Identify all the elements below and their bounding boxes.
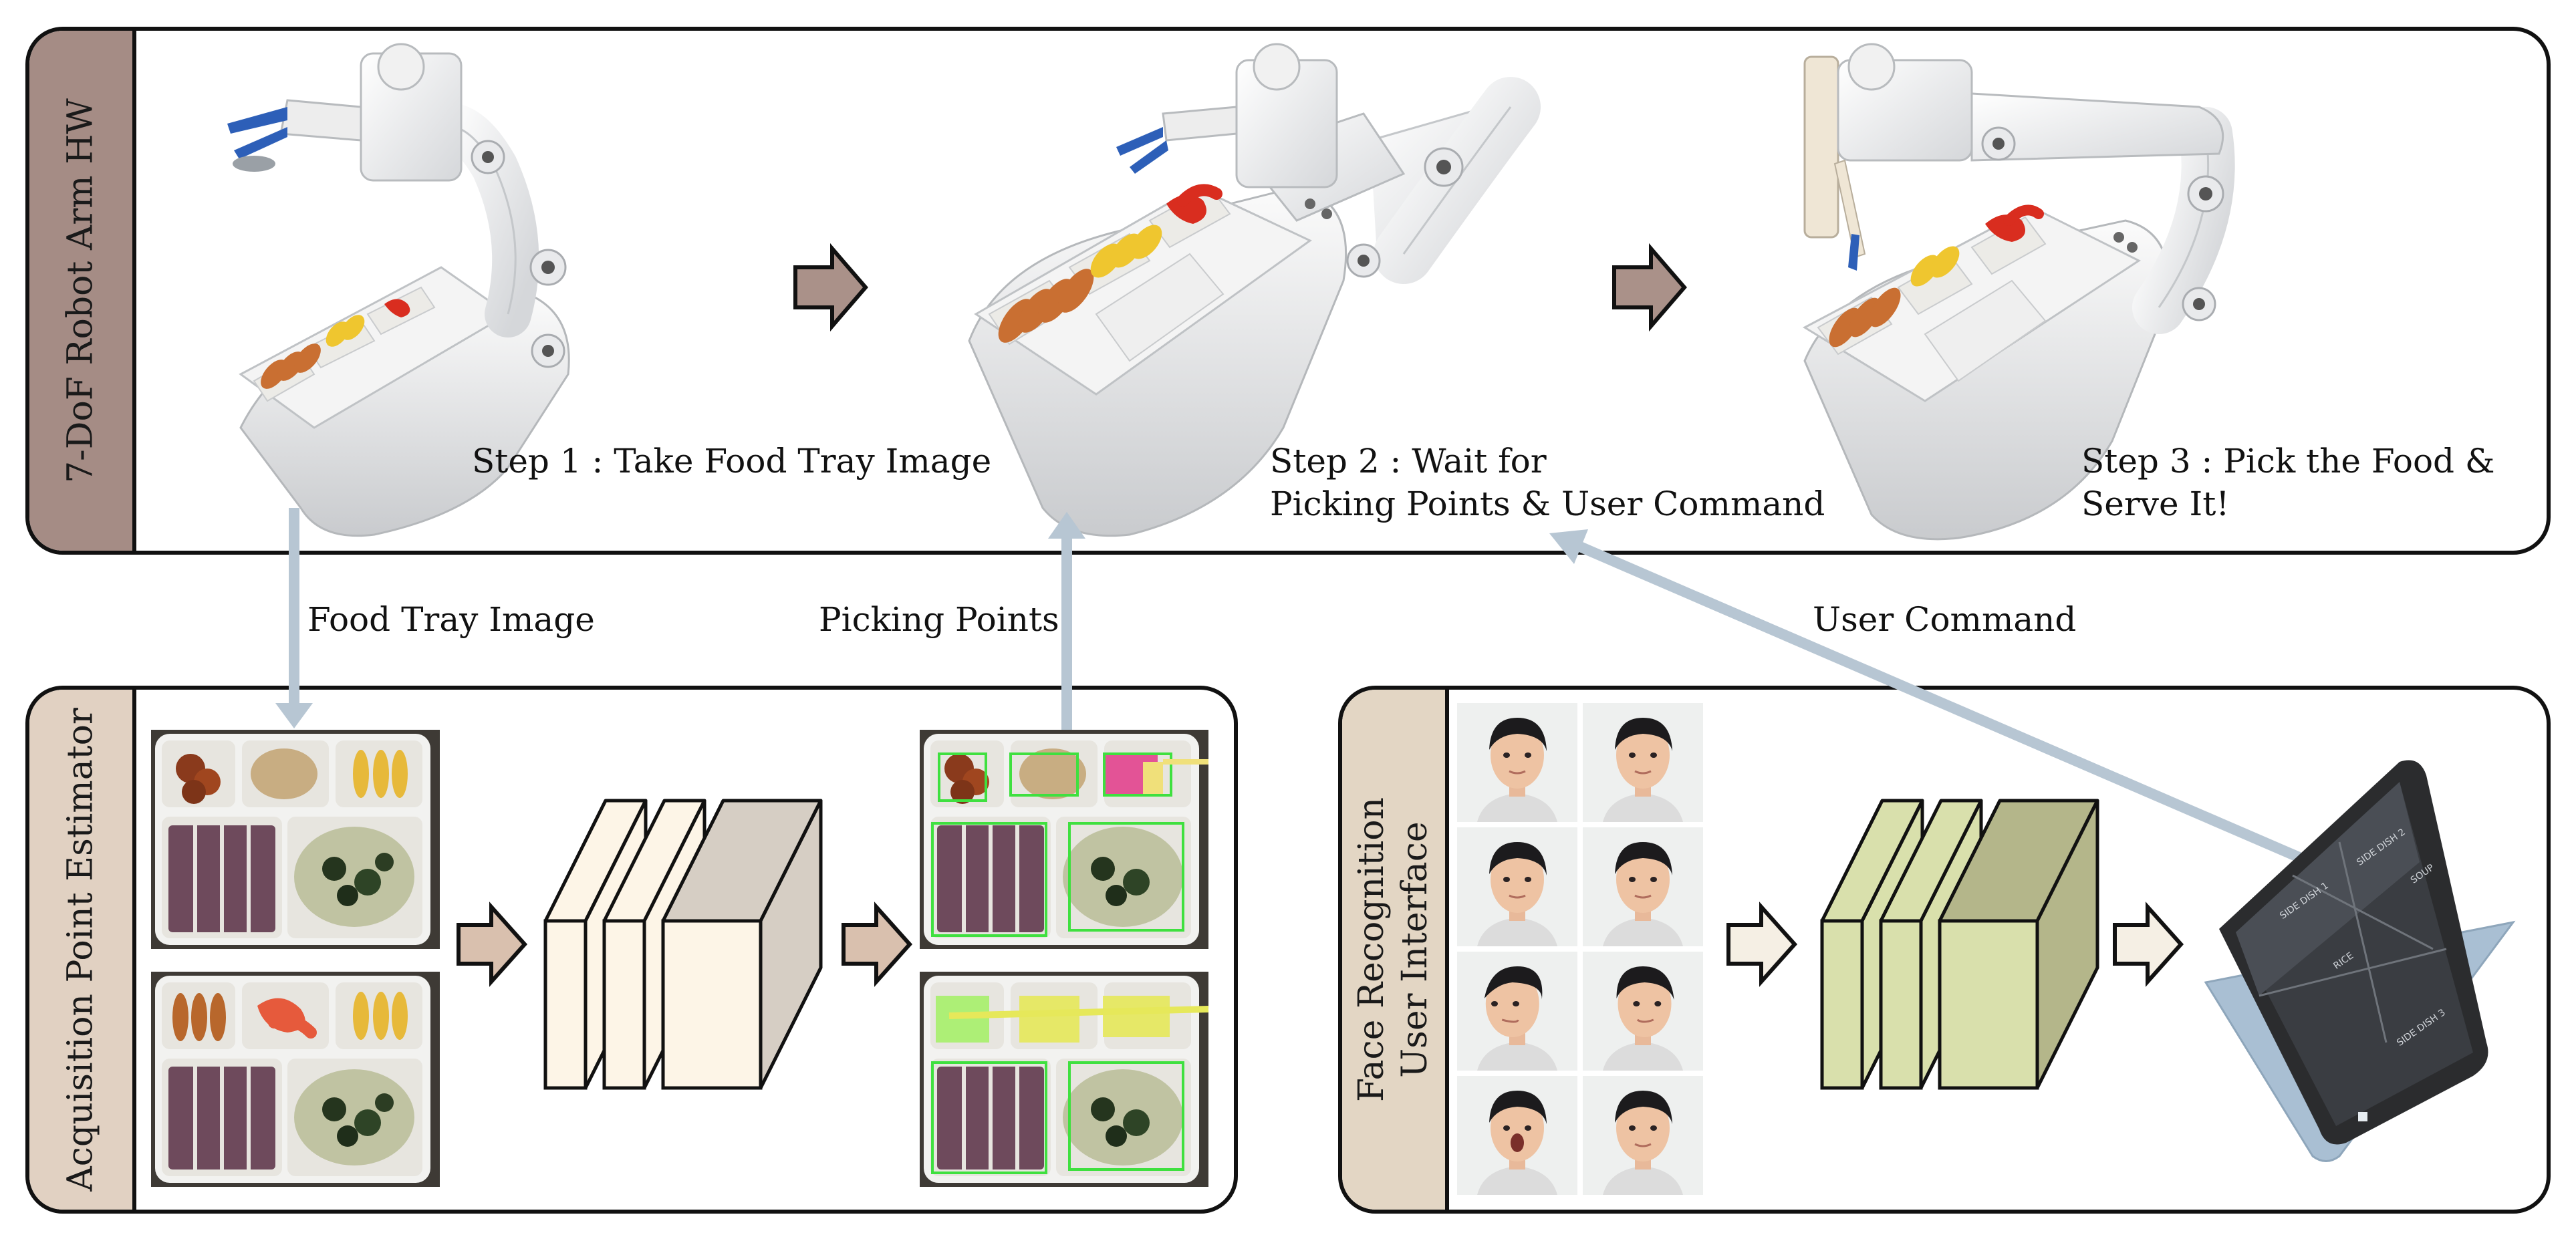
face-photo-5	[1457, 952, 1577, 1071]
step2-label-line1: Step 2 : Wait for	[1270, 442, 1547, 480]
face-photo-3	[1457, 827, 1577, 946]
face-arrow-in	[1726, 902, 1798, 987]
face-drawing	[1457, 703, 1577, 822]
step1-label: Step 1 : Take Food Tray Image	[472, 442, 992, 480]
picking-points-connector	[1048, 512, 1085, 742]
step-arrow-1	[793, 243, 868, 332]
face-photo-1	[1457, 703, 1577, 822]
picking-points-label: Picking Points	[819, 600, 1059, 639]
robot-arm-step1-image	[227, 43, 570, 537]
robot-arm-step3-image	[1802, 43, 2235, 541]
step2-label-line2: Picking Points & User Command	[1270, 485, 1825, 523]
face-drawing	[1583, 1076, 1703, 1195]
face-photo-2	[1583, 703, 1703, 822]
user-command-connector	[1549, 529, 2302, 863]
face-cnn-layer-3	[1938, 799, 2099, 1090]
food-tray-input-image-1	[151, 730, 440, 949]
food-tray-output-image-1	[920, 730, 1208, 949]
step3-label-line1: Step 3 : Pick the Food &	[2081, 442, 2495, 480]
face-arrow-out	[2113, 902, 2184, 987]
face-drawing	[1583, 703, 1703, 822]
face-drawing	[1583, 952, 1703, 1071]
face-photo-7	[1457, 1076, 1577, 1195]
robot-arm-step2-image	[968, 43, 1541, 537]
estimator-cnn-layer-3	[661, 799, 823, 1090]
face-photo-6	[1583, 952, 1703, 1071]
face-drawing	[1457, 1076, 1577, 1195]
estimator-cnn-block	[543, 799, 823, 1090]
face-cnn-block	[1820, 799, 2099, 1090]
face-drawing	[1583, 827, 1703, 946]
face-photo-4	[1583, 827, 1703, 946]
face-photo-8	[1583, 1076, 1703, 1195]
step3-label-line2: Serve It!	[2081, 485, 2230, 523]
face-drawing	[1457, 827, 1577, 946]
face-drawing	[1457, 952, 1577, 1071]
face-recognition-tab: Face Recognition User Interface	[1342, 690, 1449, 1210]
estimator-arrow-out	[842, 902, 913, 987]
step-arrow-2	[1612, 243, 1687, 332]
food-tray-image-connector	[275, 508, 313, 728]
food-tray-input-image-2	[151, 972, 440, 1187]
food-tray-image-label: Food Tray Image	[307, 600, 595, 639]
robot-arm-hw-tab: 7-DoF Robot Arm HW	[29, 31, 136, 551]
food-tray-output-image-2	[920, 972, 1209, 1187]
estimator-arrow-in	[457, 902, 528, 987]
user-command-label: User Command	[1813, 600, 2077, 639]
acquisition-point-estimator-tab: Acquisition Point Estimator	[29, 690, 136, 1210]
tablet-ui-image	[2204, 760, 2516, 1162]
